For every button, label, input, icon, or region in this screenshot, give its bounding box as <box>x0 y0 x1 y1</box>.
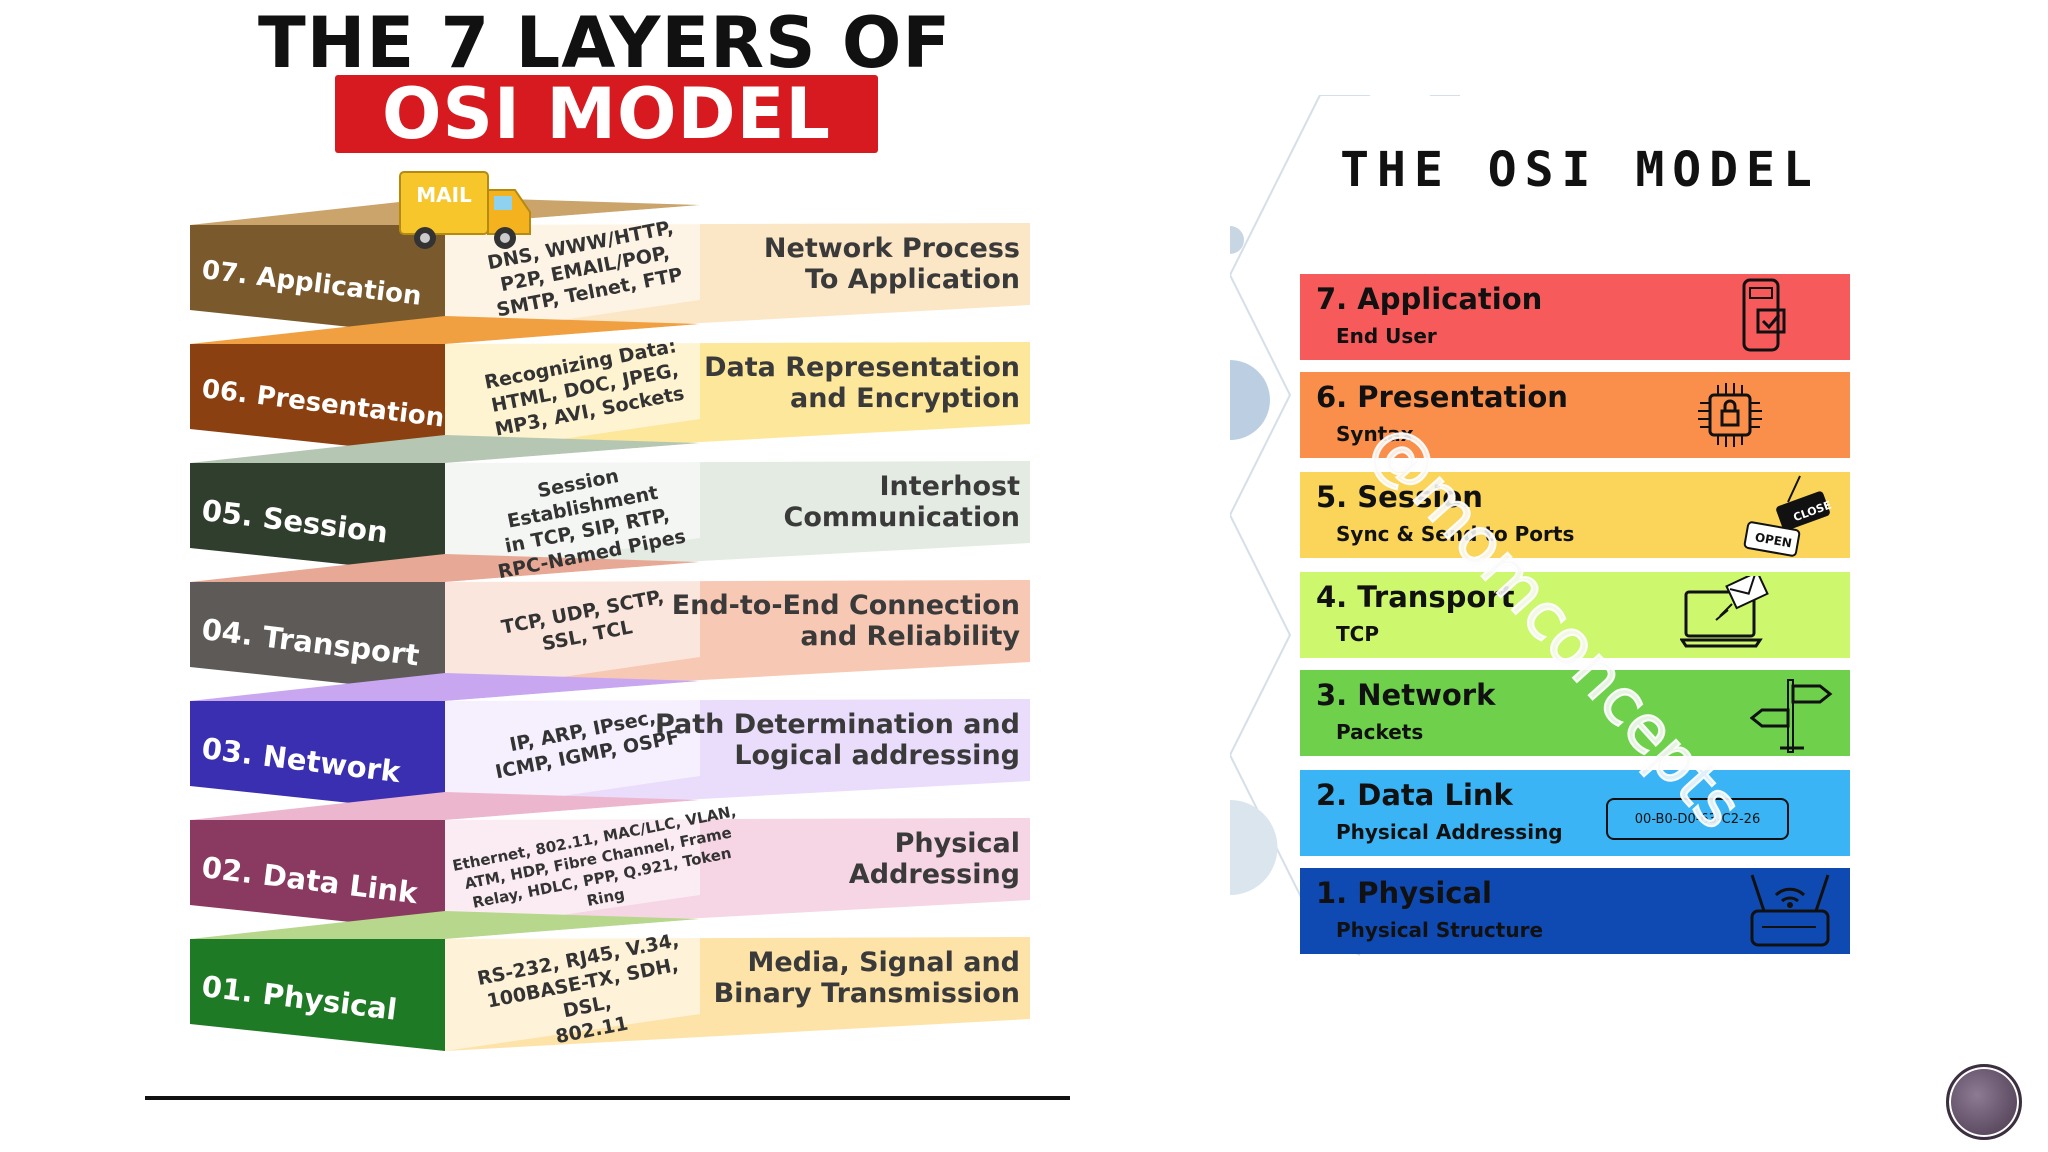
layer-description: Media, Signal and Binary Transmission <box>713 947 1020 1009</box>
layer-front-face <box>190 939 445 1051</box>
osi-layer-subtitle: Syntax <box>1336 422 1414 446</box>
infographic-title-line2: OSI MODEL <box>381 73 832 155</box>
mac-address-icon: 00-B0-D0-63-C2-26 <box>1606 798 1789 840</box>
osi-layer-subtitle: Physical Addressing <box>1336 820 1563 844</box>
layer-protocol-face <box>445 800 700 932</box>
osi-layer-subtitle: TCP <box>1336 622 1379 646</box>
layer-description: End-to-End Connection and Reliability <box>671 590 1020 652</box>
layer-stack-graphic: MAIL <box>190 171 1030 1051</box>
layer-top-face <box>190 792 700 820</box>
router-icon <box>1746 871 1836 955</box>
phone-check-icon <box>1740 278 1790 358</box>
layer-protocol-face <box>445 919 700 1051</box>
osi-layer-name: 6. Presentation <box>1316 380 1568 414</box>
layer-front-face <box>190 463 445 575</box>
layer-description: Data Representation and Encryption <box>704 352 1020 414</box>
layer-front-face <box>190 225 445 337</box>
svg-text:OPEN: OPEN <box>1754 530 1793 550</box>
layer-top-face <box>190 911 700 939</box>
infographic-title-line1: THE 7 LAYERS OF <box>258 2 952 84</box>
osi-layer-name: 7. Application <box>1316 282 1543 316</box>
bottom-divider <box>145 1096 1070 1100</box>
layer-protocol-face <box>445 562 700 694</box>
osi-model-title: THE OSI MODEL <box>1340 142 1820 198</box>
layer-front-face <box>190 820 445 932</box>
layer-description: Physical Addressing <box>848 828 1020 890</box>
osi-layer-subtitle: Sync & Send to Ports <box>1336 522 1575 546</box>
layer-block-2 <box>190 792 1030 932</box>
layer-block-3 <box>190 673 1030 813</box>
layer-block-4 <box>190 554 1030 694</box>
layer-top-face <box>190 316 700 344</box>
layer-protocol-face <box>445 681 700 813</box>
osi-layers-infographic: THE 7 LAYERS OF OSI MODEL MAIL 07. Appli… <box>145 2 1070 1100</box>
layer-description: Network Process To Application <box>763 233 1020 295</box>
osi-layer-subtitle: End User <box>1336 324 1437 348</box>
layer-front-face <box>190 701 445 813</box>
infographic-title-banner: OSI MODEL <box>335 73 878 155</box>
layer-protocol-face <box>445 324 700 456</box>
layer-front-face <box>190 582 445 694</box>
osi-layer-subtitle: Physical Structure <box>1336 918 1544 942</box>
laptop-mail-icon <box>1679 570 1772 658</box>
layer-front-face <box>190 344 445 456</box>
slide-nav-button[interactable] <box>1946 1064 2022 1140</box>
layer-description: Interhost Communication <box>783 471 1021 533</box>
osi-layer-subtitle: Packets <box>1336 720 1424 744</box>
layer-block-7 <box>190 197 1030 337</box>
osi-layer-name: 3. Network <box>1316 678 1496 712</box>
osi-layer-name: 2. Data Link <box>1316 778 1513 812</box>
layer-block-6 <box>190 316 1030 456</box>
layer-top-face <box>190 673 700 701</box>
osi-layer-name: 1. Physical <box>1316 876 1492 910</box>
layer-top-face <box>190 554 700 582</box>
chip-lock-icon <box>1692 377 1768 457</box>
truck-label: MAIL <box>416 183 472 207</box>
mail-truck-icon <box>399 171 531 249</box>
layer-block-5 <box>190 435 1030 575</box>
signpost-icon <box>1749 674 1834 758</box>
osi-layer-name: 5. Session <box>1316 480 1483 514</box>
layer-description: Path Determination and Logical addressin… <box>654 709 1020 771</box>
osi-layer-name: 4. Transport <box>1316 580 1515 614</box>
layer-protocol-face <box>445 443 700 575</box>
layer-top-face <box>190 435 700 463</box>
hexagon-background <box>1230 95 1460 956</box>
layer-block-1 <box>190 911 1030 1051</box>
